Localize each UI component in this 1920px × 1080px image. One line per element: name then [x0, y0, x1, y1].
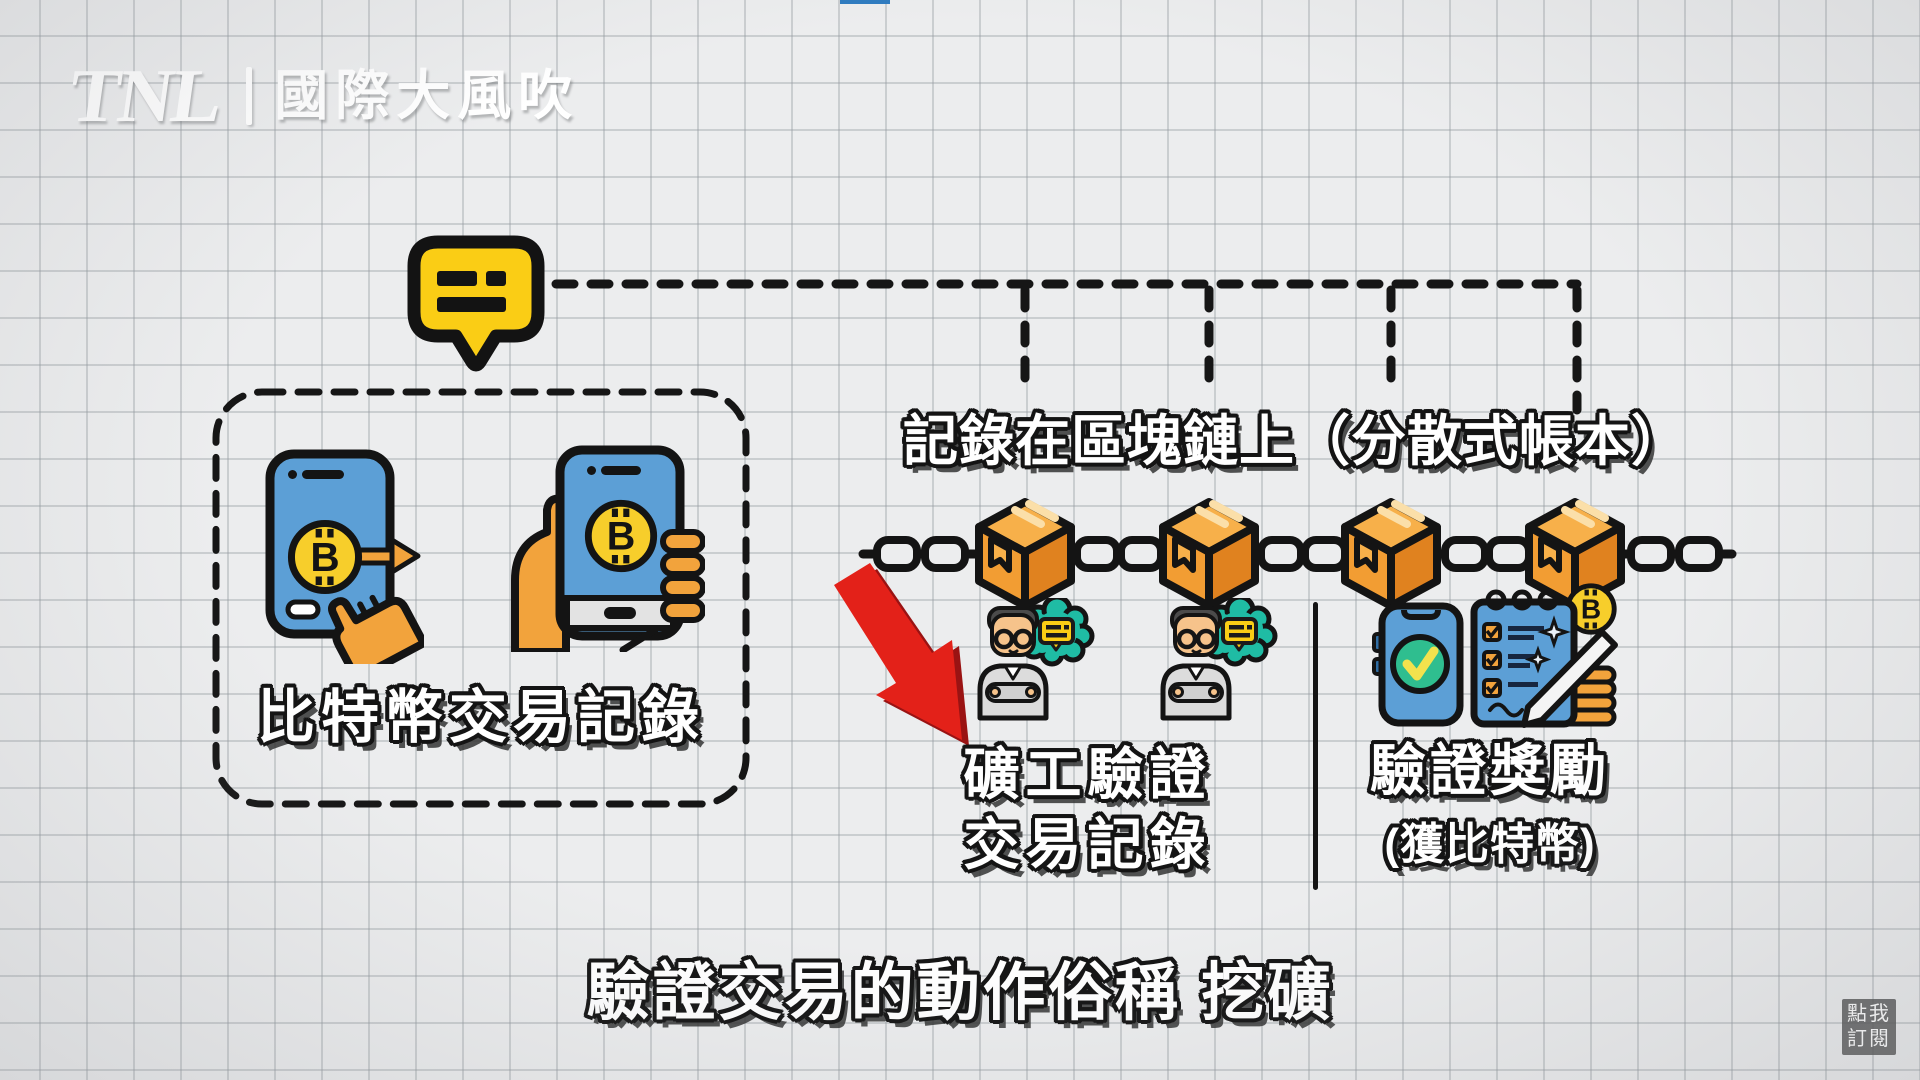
red-arrow-icon — [834, 563, 969, 746]
chain-link-icon — [1121, 540, 1161, 568]
hand-holding-phone-bitcoin-icon — [511, 445, 705, 652]
sparkle-icon — [1524, 645, 1552, 674]
show-title: 國際大風吹 — [274, 66, 580, 126]
chain-link-icon — [1261, 540, 1301, 568]
reward-label: 驗證獎勵 (獲比特幣) — [1370, 739, 1610, 869]
blockchain-chain — [858, 492, 1737, 614]
blockchain-heading: 記錄在區塊鏈上（分散式帳本） — [902, 410, 1687, 472]
gripping-fingers — [660, 529, 705, 623]
tapping-hand-icon — [328, 594, 424, 664]
miner-icon — [960, 598, 1095, 723]
phone-send-bitcoin-icon — [265, 449, 424, 664]
phone-verified-icon — [1372, 602, 1464, 727]
dashed-transaction-box — [212, 388, 750, 808]
chain-link-icon — [1305, 540, 1345, 568]
clipboard-ledger-icon — [1470, 580, 1618, 728]
section-divider-line — [1313, 602, 1318, 890]
blockchain-cube-icon — [1163, 502, 1255, 606]
subscribe-badge[interactable]: 點我 訂閱 — [1842, 999, 1896, 1055]
channel-logo: TNL 國際大風吹 — [64, 54, 580, 138]
blockchain-cube-icon — [979, 502, 1071, 606]
video-progress-bar[interactable] — [840, 0, 890, 4]
blockchain-cube-icon — [1345, 502, 1437, 606]
chain-link-icon — [1679, 540, 1719, 568]
checklist — [1482, 622, 1544, 698]
chain-link-icon — [1631, 540, 1671, 568]
miner-icon — [1143, 598, 1278, 723]
speech-bubble-icon — [407, 235, 545, 372]
sparkle-icon — [1537, 615, 1571, 649]
logo-separator — [246, 67, 253, 125]
chain-link-icon — [1077, 540, 1117, 568]
tnl-logo: TNL — [64, 54, 227, 138]
pen-icon — [1521, 629, 1618, 728]
chain-link-icon — [1445, 540, 1485, 568]
miners-label: 礦工驗證 交易記錄 — [963, 743, 1212, 876]
caption-text: 驗證交易的動作俗稱 挖礦 — [586, 958, 1334, 1028]
chain-link-icon — [1489, 540, 1529, 568]
transaction-box-label: 比特幣交易記錄 — [256, 685, 705, 750]
